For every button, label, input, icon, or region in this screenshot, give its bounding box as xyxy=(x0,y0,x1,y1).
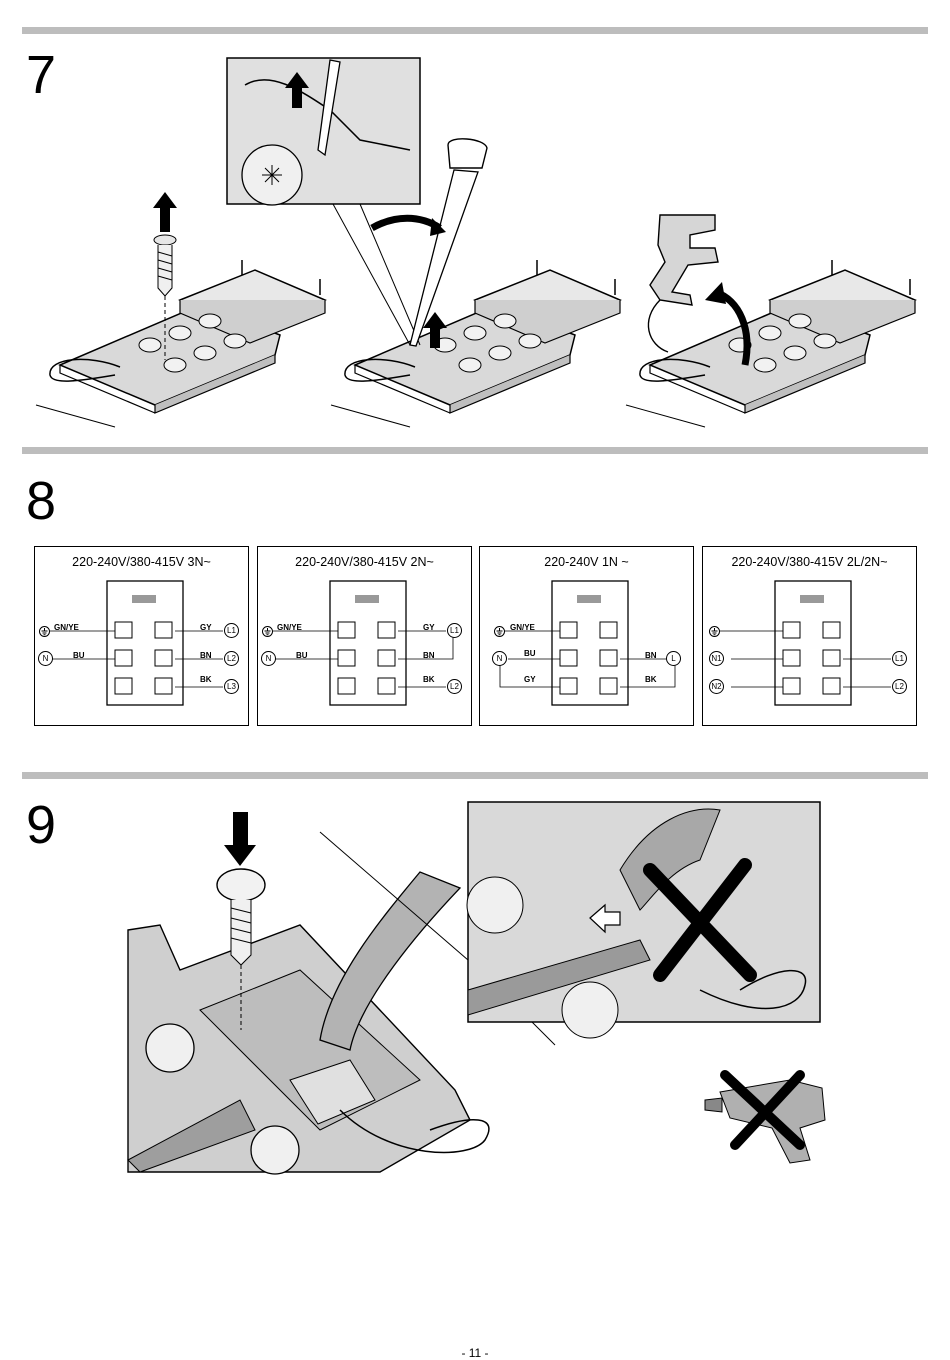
arrow-up-icon xyxy=(153,192,177,232)
wiring-diagram-1n: 220-240V 1N ~ GN/YE BU GY BN BK N L xyxy=(479,546,694,726)
wiring-diagram-3n: 220-240V/380-415V 3N~ GN/YE BU GY BN BK … xyxy=(34,546,249,726)
wire-label-bu: BU xyxy=(73,651,85,660)
wire-label-gy: GY xyxy=(200,623,212,632)
terminal-n: N xyxy=(492,651,507,666)
terminal-n: N xyxy=(38,651,53,666)
terminal-n2: N2 xyxy=(709,679,724,694)
wire-label-bn: BN xyxy=(645,651,657,660)
terminal-l2: L2 xyxy=(224,651,239,666)
terminal-l2: L2 xyxy=(892,679,907,694)
terminal-l1: L1 xyxy=(892,651,907,666)
wire-label-gnye: GN/YE xyxy=(510,623,535,632)
earth-icon xyxy=(494,626,505,637)
terminal-l3: L3 xyxy=(224,679,239,694)
wire-label-bn: BN xyxy=(200,651,212,660)
wire-label-bu: BU xyxy=(296,651,308,660)
wire-label-gy: GY xyxy=(423,623,435,632)
wire-label-bk: BK xyxy=(423,675,435,684)
earth-icon xyxy=(262,626,273,637)
wire-label-bu: BU xyxy=(524,649,536,658)
terminal-n: N xyxy=(261,651,276,666)
terminal-n1: N1 xyxy=(709,651,724,666)
wire-label-gy: GY xyxy=(524,675,536,684)
wire-label-gnye: GN/YE xyxy=(277,623,302,632)
terminal-l1: L1 xyxy=(447,623,462,638)
terminal-l: L xyxy=(666,651,681,666)
wire-label-bk: BK xyxy=(200,675,212,684)
power-drill-icon xyxy=(705,1080,825,1163)
page-number: - 11 - xyxy=(0,1346,950,1360)
earth-icon xyxy=(709,626,720,637)
terminal-l1: L1 xyxy=(224,623,239,638)
earth-icon xyxy=(39,626,50,637)
arrow-down-icon xyxy=(224,812,256,866)
wiring-diagram-2l2n: 220-240V/380-415V 2L/2N~ N1 N2 L1 L2 xyxy=(702,546,917,726)
wiring-diagram-2n: 220-240V/380-415V 2N~ GN/YE BU GY BN BK … xyxy=(257,546,472,726)
wire-label-gnye: GN/YE xyxy=(54,623,79,632)
wire-label-bn: BN xyxy=(423,651,435,660)
terminal-l2: L2 xyxy=(447,679,462,694)
wire-label-bk: BK xyxy=(645,675,657,684)
